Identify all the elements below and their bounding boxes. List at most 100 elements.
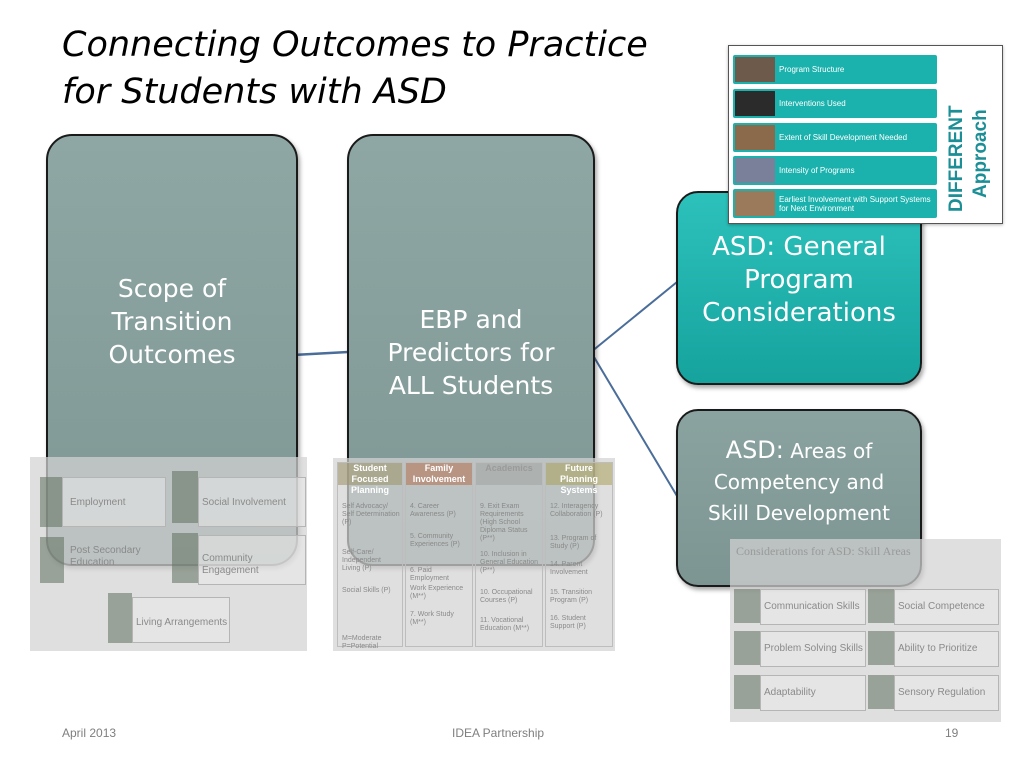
ebp-c3-r3: 10. Occupational Courses (P)	[480, 589, 533, 604]
scope-box-label: Scope of Transition Outcomes	[48, 272, 296, 371]
legend-potential: P=Potential	[342, 643, 378, 650]
general-line-3: Considerations	[702, 298, 896, 328]
outcome-social: Social Involvement	[202, 497, 286, 508]
areas-rest: Areas of	[790, 439, 873, 463]
slide-title: Connecting Outcomes to Practice for Stud…	[62, 22, 702, 116]
inset-photo-2	[735, 91, 775, 116]
social-tile	[198, 477, 306, 527]
skill-areas-title: Considerations for ASD: Skill Areas	[736, 544, 911, 558]
inset-item-2: Interventions Used	[733, 89, 937, 118]
inset-photo-3	[735, 125, 775, 150]
inset-text-1: Program Structure	[779, 65, 845, 74]
skill-areas-overlay: Considerations for ASD: Skill Areas Comm…	[730, 539, 1001, 722]
different-approach-label: DIFFERENT Approach	[942, 48, 998, 218]
footer-organization: IDEA Partnership	[452, 726, 545, 740]
areas-box-label: ASD: Areas of Competency and Skill Devel…	[678, 435, 920, 529]
communication-photo	[734, 589, 760, 623]
ebp-c4-r1: 12. Interagency Collaboration (P)	[550, 503, 603, 518]
ebp-col-future: Future Planning Systems 12. Interagency …	[545, 462, 613, 647]
skill-adaptability: Adaptability	[764, 687, 816, 698]
inset-text-3: Extent of Skill Development Needed	[779, 133, 908, 142]
ebp-c4-r2: 13. Program of Study (P)	[550, 535, 597, 550]
scope-line-1: Scope of	[117, 274, 227, 303]
sensory-photo	[868, 675, 894, 709]
communication-tile	[760, 589, 866, 625]
inset-photo-1	[735, 57, 775, 82]
ebp-c4-r3: 14. Parent Involvement	[550, 561, 588, 576]
ebp-c2-r3: 6. Paid Employment	[410, 567, 449, 582]
areas-line-3: Skill Development	[708, 501, 890, 525]
ebp-c2-r5: 7. Work Study (M**)	[410, 611, 454, 626]
ebp-c4-r4: 15. Transition Program (P)	[550, 589, 593, 604]
prioritize-tile	[894, 631, 999, 667]
title-line-2: for Students with ASD	[62, 72, 447, 112]
inset-item-1: Program Structure	[733, 55, 937, 84]
employment-photo	[40, 477, 62, 527]
ebp-c2-r4: Work Experience (M**)	[410, 585, 464, 600]
prioritize-photo	[868, 631, 894, 665]
areas-line-1: ASD: Areas of	[678, 435, 920, 467]
ebp-c2-r1: 4. Career Awareness (P)	[410, 503, 456, 518]
ebp-head-family: Family Involvement	[406, 463, 472, 485]
inset-item-4: Intensity of Programs	[733, 156, 937, 185]
general-line-1: ASD: General	[712, 232, 886, 262]
ebp-c2-r2: 5. Community Experiences (P)	[410, 533, 460, 548]
postsecondary-photo	[40, 537, 64, 583]
different-approach-inset: Program Structure Interventions Used Ext…	[728, 45, 1003, 224]
ebp-c1-r3: Social Skills (P)	[342, 587, 391, 594]
inset-photo-4	[735, 158, 775, 183]
outcome-employment: Employment	[70, 497, 126, 508]
adaptability-tile	[760, 675, 866, 711]
inset-text-2: Interventions Used	[779, 99, 846, 108]
outcomes-overlay: Employment Social Involvement Post Secon…	[30, 457, 307, 651]
different-word: DIFFERENT	[946, 105, 967, 212]
inset-text-4: Intensity of Programs	[779, 166, 855, 175]
ebp-c1-r1: Self Advocacy/ Self Determination (P)	[342, 503, 400, 526]
ebp-line-1: EBP and	[419, 305, 523, 334]
living-photo	[108, 593, 132, 643]
adaptability-photo	[734, 675, 760, 709]
ebp-c3-r1: 9. Exit Exam Requirements (High School D…	[480, 503, 528, 542]
social-photo	[172, 471, 198, 523]
ebp-c1-r2: Self-Care/ Independent Living (P)	[342, 549, 381, 572]
community-tile	[198, 535, 306, 585]
inset-item-5: Earliest Involvement with Support System…	[733, 189, 937, 218]
ebp-c3-r2: 10. Inclusion in General Education (P**)	[480, 551, 538, 574]
living-tile	[132, 597, 230, 643]
skill-sensory: Sensory Regulation	[898, 687, 986, 698]
ebp-table-overlay: Student Focused Planning Self Advocacy/ …	[333, 458, 615, 651]
ebp-head-future: Future Planning Systems	[546, 463, 612, 495]
ebp-box-label: EBP and Predictors for ALL Students	[349, 303, 593, 402]
ebp-col-student: Student Focused Planning Self Advocacy/ …	[337, 462, 403, 650]
ebp-line-2: Predictors for	[387, 338, 555, 367]
employment-tile	[62, 477, 166, 527]
skill-communication: Communication Skills	[764, 601, 860, 612]
ebp-col-family: Family Involvement 4. Career Awareness (…	[405, 462, 473, 647]
inset-item-3: Extent of Skill Development Needed	[733, 123, 937, 152]
footer-date: April 2013	[62, 726, 117, 740]
social-competence-tile	[894, 589, 999, 625]
community-photo	[172, 533, 198, 583]
general-line-2: Program	[744, 265, 854, 295]
footer-page-number: 19	[945, 726, 959, 740]
scope-line-3: Outcomes	[108, 340, 236, 369]
inset-photo-5	[735, 191, 775, 216]
skill-prioritize: Ability to Prioritize	[898, 643, 978, 654]
legend-moderate: M=Moderate	[342, 635, 382, 642]
scope-line-2: Transition	[111, 307, 233, 336]
ebp-c4-r5: 16. Student Support (P)	[550, 615, 586, 630]
skill-problem-solving: Problem Solving Skills	[764, 643, 863, 654]
outcome-community: Community Engagement	[202, 553, 259, 576]
ebp-col-academics: Academics 9. Exit Exam Requirements (Hig…	[475, 462, 543, 647]
areas-line-2: Competency and	[713, 470, 885, 494]
outcome-postsecondary: Post Secondary Education	[70, 545, 141, 568]
ebp-head-student: Student Focused Planning	[338, 463, 402, 495]
connector-scope-ebp	[292, 350, 349, 357]
general-box-label: ASD: General Program Considerations	[678, 231, 920, 330]
approach-word: Approach	[970, 109, 991, 198]
connector-ebp-general	[590, 281, 678, 353]
social-competence-photo	[868, 589, 894, 623]
ebp-head-academics: Academics	[476, 463, 542, 485]
areas-lead: ASD:	[725, 436, 784, 464]
